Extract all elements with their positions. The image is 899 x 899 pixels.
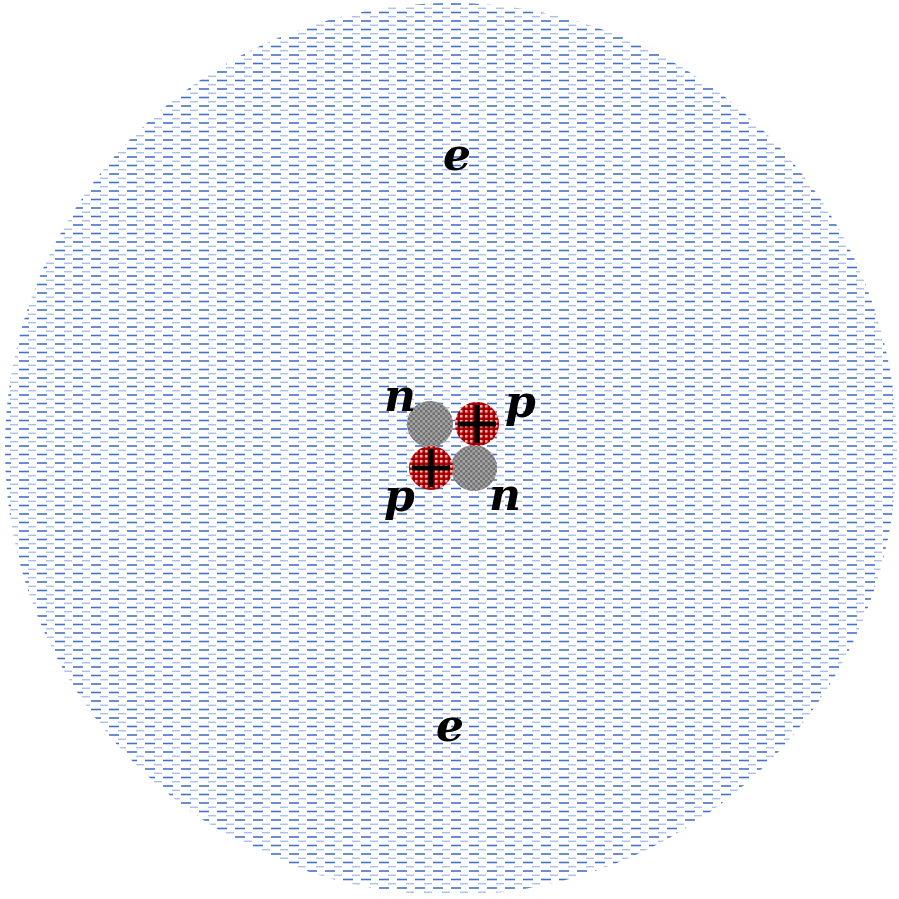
proton-bottom-left [409, 446, 453, 490]
proton-label-bottom: p [384, 471, 415, 522]
neutron-label-bottom: n [489, 470, 521, 521]
neutron-top-left [407, 401, 453, 447]
proton-label-top: p [505, 377, 536, 428]
plus-sign-icon [412, 449, 450, 487]
electron-cloud [5, 3, 897, 895]
neutron-bottom-right [451, 445, 497, 491]
nucleus [407, 401, 499, 491]
neutron-label-top: n [384, 371, 416, 422]
proton-top-right [455, 402, 499, 446]
electron-label-bottom: e [436, 701, 464, 752]
electron-label-top: e [443, 130, 471, 181]
plus-sign-icon [458, 405, 496, 443]
